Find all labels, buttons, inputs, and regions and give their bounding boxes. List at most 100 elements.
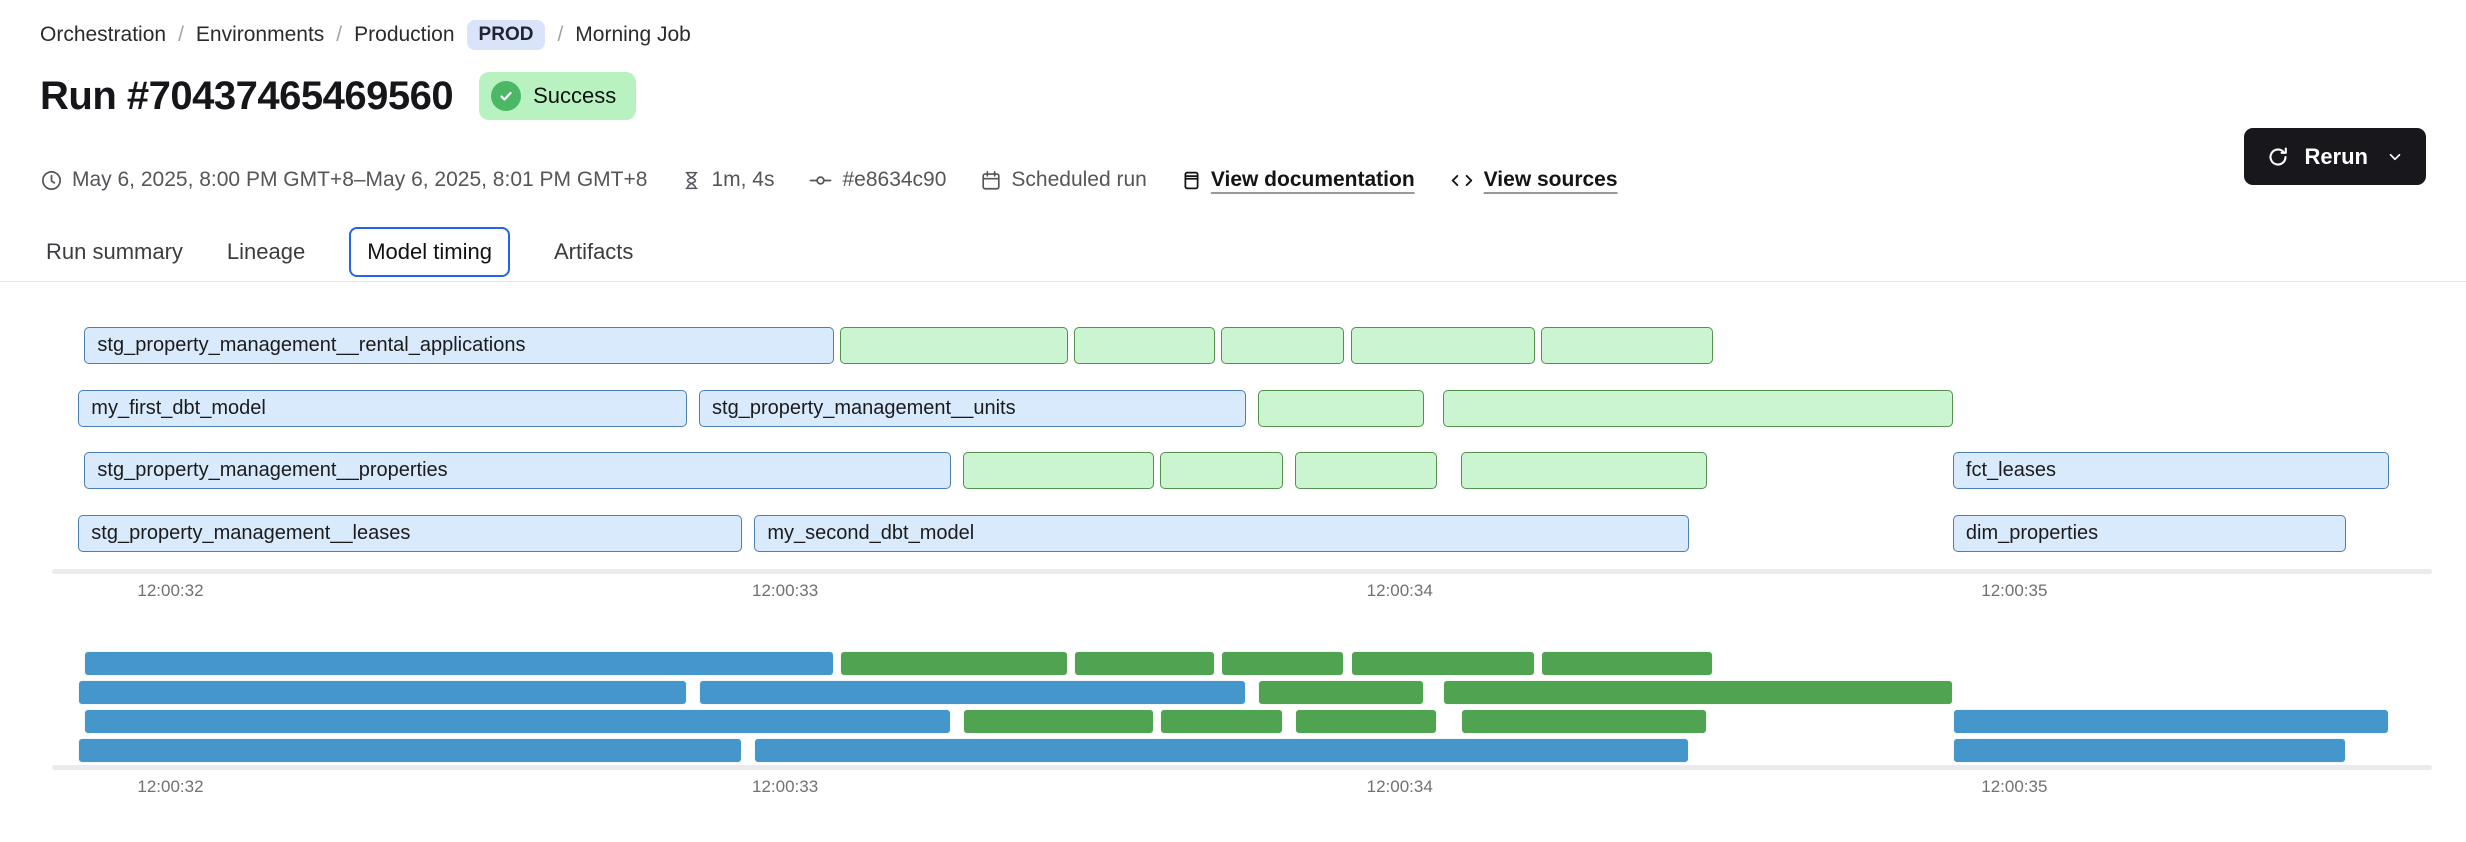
gantt-bar-test[interactable] [1221, 327, 1345, 364]
run-trigger-label: Scheduled run [1011, 168, 1147, 191]
gantt-bar-test[interactable] [1160, 452, 1283, 489]
tab-bar: Run summary Lineage Model timing Artifac… [0, 222, 2466, 282]
axis-tick-label: 12:00:35 [1981, 581, 2048, 600]
overview-bar [840, 651, 1068, 676]
gantt-bar-my_second_dbt_model[interactable]: my_second_dbt_model [754, 514, 1689, 552]
overview-gantt-row [66, 680, 2420, 705]
refresh-icon [2266, 145, 2290, 169]
status-badge: Success [479, 72, 637, 120]
axis-tick-label: 12:00:32 [137, 777, 204, 796]
breadcrumb-environments[interactable]: Environments [195, 23, 325, 46]
run-header: Run #70437465469560 Success [40, 72, 637, 120]
axis-tick-label: 12:00:34 [1366, 581, 1433, 600]
overview-gantt-row [66, 738, 2420, 763]
axis-tick-label: 12:00:32 [137, 581, 204, 600]
check-circle-icon [491, 81, 522, 111]
tab-run-summary[interactable]: Run summary [46, 238, 183, 264]
view-sources-link[interactable]: View sources [1483, 168, 1618, 191]
run-time-range: May 6, 2025, 8:00 PM GMT+8–May 6, 2025, … [40, 168, 647, 192]
gantt-bar-stg_property_management__leases[interactable]: stg_property_management__leases [78, 514, 743, 552]
calendar-icon [982, 170, 1001, 190]
overview-gantt-row [66, 709, 2420, 734]
page-title: Run #70437465469560 [40, 73, 454, 118]
overview-bar [754, 738, 1689, 763]
rerun-button[interactable]: Rerun [2244, 128, 2426, 185]
tab-lineage[interactable]: Lineage [226, 238, 306, 264]
overview-bar [1258, 680, 1425, 705]
overview-bar [78, 738, 743, 763]
gantt-row: stg_property_management__properties fct_l… [66, 452, 2420, 489]
run-duration: 1m, 4s [681, 168, 774, 192]
run-time-range-label: May 6, 2025, 8:00 PM GMT+8–May 6, 2025, … [72, 168, 648, 191]
commit-icon [810, 175, 832, 185]
gantt-bar-stg_property_management__rental_applications[interactable]: stg_property_management__rental_applicat… [84, 327, 835, 364]
gantt-bar-test[interactable] [1073, 327, 1216, 364]
gantt-bar-dim_properties[interactable]: dim_properties [1952, 514, 2347, 552]
gantt-bar-test[interactable] [840, 327, 1068, 364]
overview-bar [1952, 709, 2390, 734]
breadcrumb-production[interactable]: Production [354, 23, 455, 46]
overview-bar [963, 709, 1154, 734]
tab-model-timing[interactable]: Model timing [349, 226, 510, 277]
model-timing-gantt: stg_property_management__rental_applicat… [66, 327, 2420, 559]
overview-bar [84, 651, 835, 676]
axis-tick-label: 12:00:33 [752, 777, 819, 796]
breadcrumb-separator: / [557, 23, 564, 46]
gantt-bar-test[interactable] [1442, 389, 1953, 427]
code-icon [1451, 174, 1472, 186]
gantt-row: stg_property_management__leases my_second… [66, 514, 2420, 552]
run-meta-row: May 6, 2025, 8:00 PM GMT+8–May 6, 2025, … [40, 168, 1618, 192]
axis-tick-label: 12:00:34 [1366, 777, 1433, 796]
gantt-bar-stg_property_management__units[interactable]: stg_property_management__units [699, 389, 1247, 427]
gantt-row: stg_property_management__rental_applicat… [66, 327, 2420, 364]
overview-time-axis: 12:00:32 12:00:33 12:00:34 12:00:35 [66, 777, 2420, 799]
commit-sha: #e8634c90 [808, 168, 946, 192]
view-documentation[interactable]: View documentation [1181, 168, 1415, 192]
overview-bar [1541, 651, 1714, 676]
tab-artifacts[interactable]: Artifacts [553, 238, 634, 264]
gantt-bar-test[interactable] [1350, 327, 1535, 364]
breadcrumb-morning-job[interactable]: Morning Job [575, 23, 691, 46]
breadcrumb: Orchestration / Environments / Productio… [40, 20, 691, 50]
gantt-bar-my_first_dbt_model[interactable]: my_first_dbt_model [78, 389, 687, 427]
chevron-down-icon[interactable] [2386, 148, 2404, 166]
gantt-bar-test[interactable] [1461, 452, 1708, 489]
axis-tick-label: 12:00:33 [752, 581, 819, 600]
document-icon [1184, 171, 1199, 189]
gantt-row: my_first_dbt_model stg_property_managemen… [66, 389, 2420, 427]
gantt-scroll-track [52, 569, 2432, 574]
rerun-button-label: Rerun [2304, 143, 2368, 169]
overview-bar [1221, 651, 1345, 676]
environment-prod-badge: PROD [466, 20, 546, 50]
overview-bar [1461, 709, 1708, 734]
overview-bar [1073, 651, 1216, 676]
overview-bar [1952, 738, 2347, 763]
overview-bar [1295, 709, 1437, 734]
overview-bar [1350, 651, 1535, 676]
gantt-bar-fct_leases[interactable]: fct_leases [1952, 452, 2390, 489]
gantt-time-axis: 12:00:32 12:00:33 12:00:34 12:00:35 [66, 581, 2420, 603]
breadcrumb-separator: / [178, 23, 184, 46]
overview-gantt-row [66, 651, 2420, 676]
gantt-bar-test[interactable] [1541, 327, 1714, 364]
hourglass-icon [685, 171, 698, 189]
view-documentation-link[interactable]: View documentation [1210, 168, 1415, 191]
breadcrumb-orchestration[interactable]: Orchestration [40, 23, 167, 46]
overview-bar [78, 680, 687, 705]
gantt-bar-test[interactable] [963, 452, 1154, 489]
run-duration-label: 1m, 4s [711, 168, 775, 191]
overview-scroll-track [52, 765, 2432, 770]
gantt-bar-stg_property_management__properties[interactable]: stg_property_management__properties [84, 452, 952, 489]
gantt-bar-test[interactable] [1258, 389, 1425, 427]
gantt-bar-test[interactable] [1295, 452, 1437, 489]
overview-bar [699, 680, 1247, 705]
axis-tick-label: 12:00:35 [1981, 777, 2048, 796]
commit-sha-label: #e8634c90 [842, 168, 947, 191]
overview-bar [1442, 680, 1953, 705]
view-sources[interactable]: View sources [1449, 168, 1618, 192]
overview-bar [84, 709, 952, 734]
timeline-overview-brush[interactable] [66, 651, 2420, 763]
run-trigger: Scheduled run [980, 168, 1147, 192]
status-label: Success [533, 83, 617, 108]
